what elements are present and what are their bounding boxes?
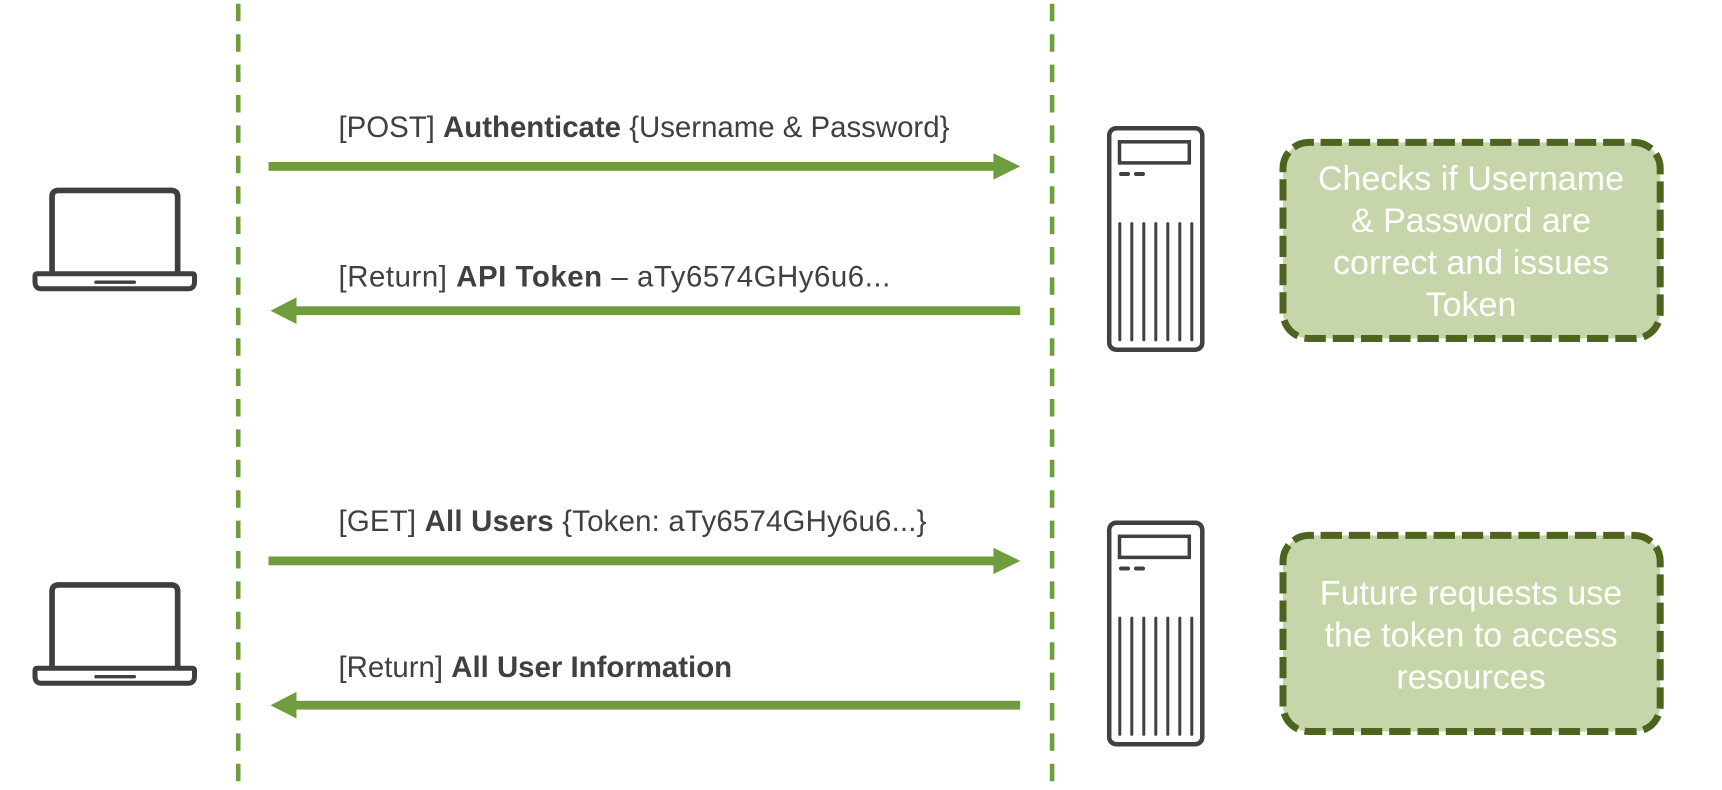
svg-text:Checks if Username: Checks if Username [1318,160,1624,198]
svg-text:correct and issues: correct and issues [1333,244,1609,282]
svg-text:[Return] All User Information: [Return] All User Information [339,651,733,684]
svg-text:& Password are: & Password are [1351,202,1591,240]
svg-text:[GET] All Users {Token: aTy657: [GET] All Users {Token: aTy6574GHy6u6...… [339,505,927,538]
svg-text:the token to access: the token to access [1325,617,1618,655]
svg-text:[Return] API Token – aTy6574GH: [Return] API Token – aTy6574GHy6u6... [339,260,891,293]
svg-text:Future requests use: Future requests use [1320,575,1622,613]
svg-text:resources: resources [1396,659,1545,697]
svg-text:Token: Token [1426,286,1517,324]
svg-text:[POST] Authenticate {Username: [POST] Authenticate {Username & Password… [339,111,950,144]
